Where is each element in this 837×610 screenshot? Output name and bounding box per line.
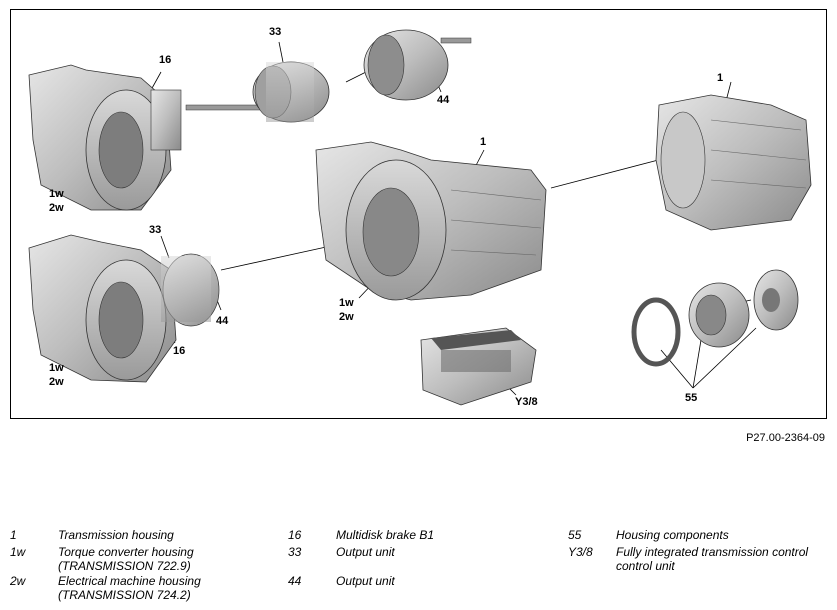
legend-code: 2w [10,574,26,588]
legend-item: 44 Output unit [288,574,546,588]
legend-text: Output unit [336,574,395,588]
legend-code: 1 [10,528,17,542]
legend-item: 2w Electrical machine housing (TRANSMISS… [10,574,268,602]
legend-item: Y3/8 Fully integrated transmission contr… [568,545,826,573]
control-unit-y38 [420,327,537,406]
transmission-assembly-bottom-left [28,234,220,383]
legend-item: 16 Multidisk brake B1 [288,528,546,542]
legend-code: 44 [288,574,302,588]
diagram-illustration [28,29,812,406]
legend-text: Multidisk brake B1 [336,528,435,542]
transmission-housing-right [655,94,812,231]
legend-text: Torque converter housing (TRANSMISSION 7… [58,545,194,573]
callout-y38: Y3/8 [515,396,538,408]
legend-code: 16 [288,528,302,542]
transmission-assembly-center [315,141,547,301]
callout-16-top: 16 [159,54,172,66]
legend-text: Fully integrated transmission control co… [616,545,809,573]
legend-code: 33 [288,545,302,559]
callout-2w-center: 2w [339,311,354,323]
transmission-assembly-top-left [28,64,267,211]
legend-code: 1w [10,545,26,559]
callout-33-left: 33 [149,224,162,236]
legend-item: 55 Housing components [568,528,826,542]
exploded-diagram: 16 33 44 1 1 1w 2w 33 44 16 1w 2w 1w 2w … [10,9,827,419]
legend-item: 1w Torque converter housing (TRANSMISSIO… [10,545,268,573]
legend-item: 33 Output unit [288,545,546,559]
callout-33-top: 33 [269,26,282,38]
output-unit-33-top [252,61,330,123]
housing-components-55 [631,269,799,367]
callout-1w-bottom-left: 1w [49,362,64,374]
callout-1-center: 1 [480,136,487,148]
callout-2w-bottom-left: 2w [49,376,64,388]
output-unit-44-top [363,29,472,101]
callout-1w-center: 1w [339,297,354,309]
figure-reference: P27.00-2364-09 [746,432,825,444]
legend-text: Transmission housing [58,528,174,542]
legend-text: Housing components [616,528,729,542]
legend-text: Electrical machine housing (TRANSMISSION… [58,574,201,602]
legend-code: 55 [568,528,582,542]
callout-16-left: 16 [173,345,186,357]
callout-44-top: 44 [437,94,450,106]
callout-44-left: 44 [216,315,229,327]
callout-1-right: 1 [717,72,724,84]
legend-item: 1 Transmission housing [10,528,268,542]
callout-2w-top-left: 2w [49,202,64,214]
callout-1w-top-left: 1w [49,188,64,200]
callout-55: 55 [685,392,698,404]
legend-code: Y3/8 [568,545,593,559]
legend-text: Output unit [336,545,395,559]
